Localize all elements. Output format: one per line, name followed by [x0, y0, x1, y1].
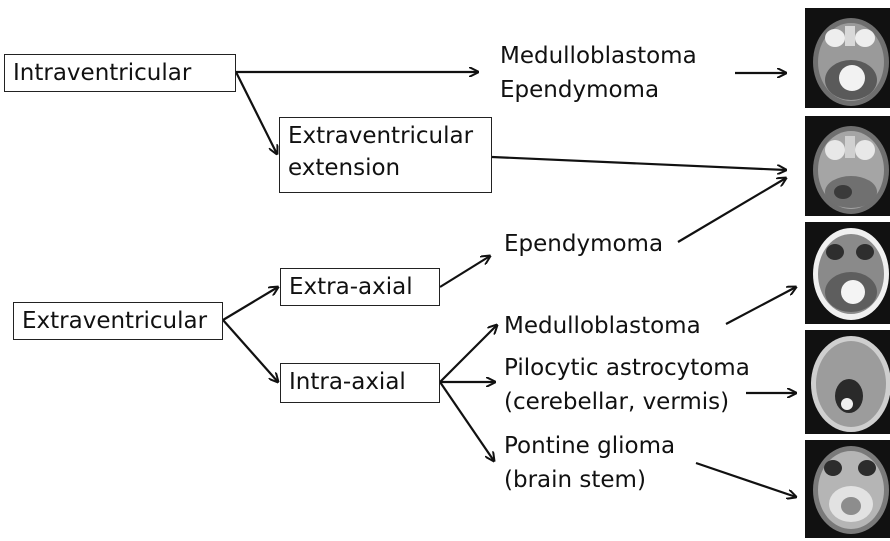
arrow-extension-to-scan-2	[491, 155, 786, 170]
extraventricular-extension-label-line2: extension	[288, 155, 401, 181]
mri-scan-2	[805, 116, 890, 216]
intraventricular-box: Intraventricular	[4, 54, 236, 92]
mri-axial-scan-icon	[813, 18, 889, 106]
mri-axial-scan-icon	[813, 446, 889, 534]
intra-axial-label: Intra-axial	[289, 369, 406, 395]
arrow-intra-axial-to-medulloblastoma	[439, 325, 497, 383]
ependymoma-mid-label: Ependymoma	[504, 231, 664, 257]
arrow-intraventricular-to-extension	[235, 71, 277, 154]
arrow-extraventricular-to-intra-axial	[222, 319, 278, 382]
arrow-extraventricular-to-extra-axial	[222, 287, 278, 321]
arrow-extra-axial-to-ependymoma	[439, 256, 490, 288]
arrow-pontine-to-scan-5	[695, 461, 796, 497]
ependymoma-top-label: Ependymoma	[500, 77, 660, 103]
pontine-label-line1: Pontine glioma	[504, 433, 676, 459]
medulloblastoma-top-label: Medulloblastoma	[500, 43, 697, 69]
mri-scan-3	[805, 222, 890, 324]
extraventricular-extension-box: Extraventricular extension	[279, 117, 492, 193]
extraventricular-extension-label-line1: Extraventricular	[288, 123, 474, 149]
pilocytic-label-line2: (cerebellar, vermis)	[504, 389, 730, 415]
intra-axial-box: Intra-axial	[280, 363, 440, 403]
mri-scan-1	[805, 8, 890, 108]
medulloblastoma-mid-label: Medulloblastoma	[504, 313, 701, 339]
arrow-ependymoma-to-scan-2	[677, 178, 786, 243]
mri-scan-4	[805, 330, 890, 434]
pilocytic-label-line1: Pilocytic astrocytoma	[504, 355, 750, 381]
mri-axial-scan-icon	[813, 126, 889, 214]
mri-scan-5	[805, 440, 890, 538]
arrow-intra-axial-to-pontine	[439, 381, 494, 461]
arrow-medulloblastoma-to-scan-3	[725, 287, 796, 325]
pontine-label-line2: (brain stem)	[504, 467, 646, 493]
mri-axial-scan-icon	[811, 336, 890, 432]
extraventricular-label: Extraventricular	[22, 308, 208, 334]
intraventricular-label: Intraventricular	[13, 60, 192, 86]
extraventricular-box: Extraventricular	[13, 302, 223, 340]
extra-axial-label: Extra-axial	[289, 274, 413, 300]
extra-axial-box: Extra-axial	[280, 268, 440, 306]
mri-axial-scan-icon	[813, 228, 889, 320]
